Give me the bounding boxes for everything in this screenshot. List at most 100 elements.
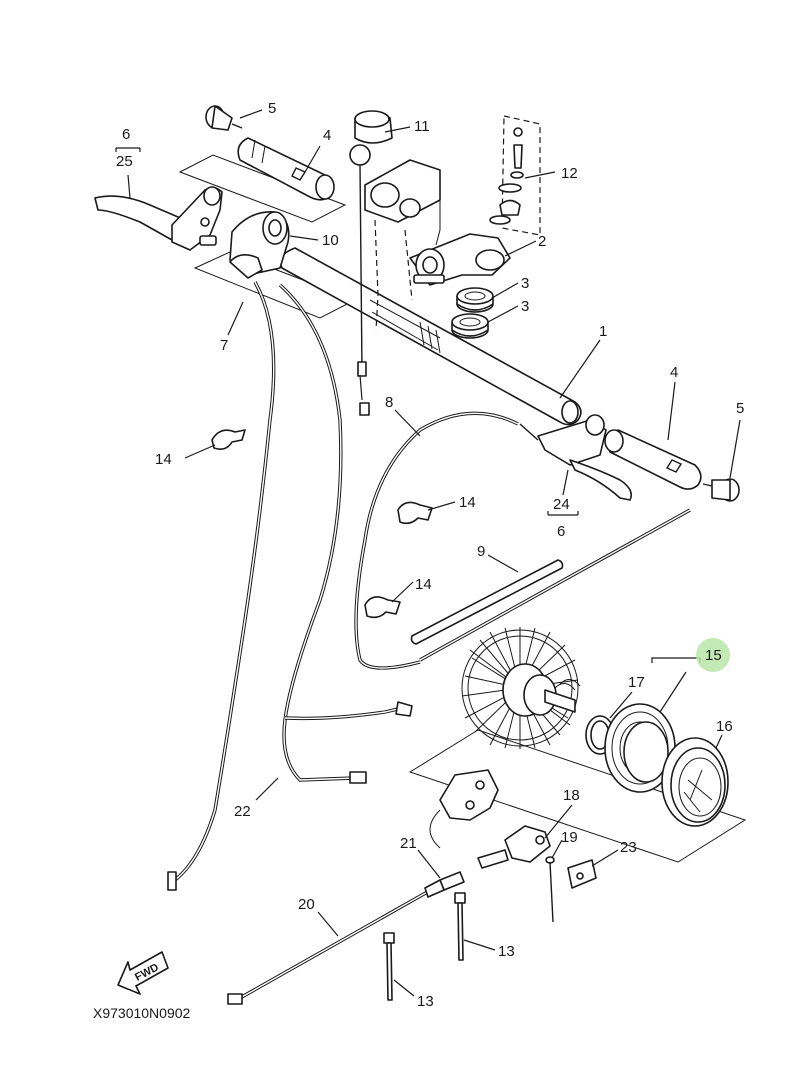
callout-20[interactable]: 20 <box>298 896 315 913</box>
bracket-24-6b <box>547 511 579 516</box>
callout-2[interactable]: 2 <box>538 233 546 250</box>
callout-13b[interactable]: 13 <box>417 993 434 1010</box>
cable-tie-1[interactable] <box>454 892 466 961</box>
brake-cable-right[interactable] <box>354 402 519 670</box>
callout-21[interactable]: 21 <box>400 835 417 852</box>
callout-7[interactable]: 7 <box>220 337 228 354</box>
leader-11 <box>384 126 411 133</box>
callout-6b[interactable]: 6 <box>557 523 565 540</box>
leader-22 <box>255 777 279 801</box>
leader-5a <box>239 109 263 119</box>
diagram-code: X973010N0902 <box>93 1005 191 1021</box>
brake-drum[interactable] <box>661 737 729 827</box>
callout-17[interactable]: 17 <box>628 674 645 691</box>
cable-clip-3[interactable] <box>364 596 401 619</box>
leader-3b <box>487 305 519 323</box>
cable-clip-1[interactable] <box>211 429 246 450</box>
shift-cable[interactable] <box>167 281 276 891</box>
callout-5b[interactable]: 5 <box>736 400 744 417</box>
rod[interactable] <box>410 559 564 645</box>
rear-hub[interactable] <box>461 627 581 749</box>
leader-14c <box>391 581 414 603</box>
leader-20 <box>317 911 339 937</box>
handlebar-clamp[interactable] <box>364 159 441 246</box>
leader-5b <box>729 419 741 479</box>
cable-tie-2[interactable] <box>383 932 395 1001</box>
callout-5a[interactable]: 5 <box>268 100 276 117</box>
frame-bracket[interactable] <box>429 769 499 849</box>
fwd-arrow-icon: FWD <box>117 951 169 995</box>
callout-13a[interactable]: 13 <box>498 943 515 960</box>
brake-pin[interactable] <box>545 856 555 923</box>
callout-25[interactable]: 25 <box>116 153 133 170</box>
grip-right[interactable] <box>604 429 702 490</box>
shift-cable-inner[interactable] <box>284 508 691 721</box>
brake-rotor[interactable] <box>604 703 676 793</box>
brake-arm[interactable] <box>477 825 551 869</box>
callout-6a[interactable]: 6 <box>122 126 130 143</box>
brake-plate[interactable] <box>567 859 597 889</box>
cable-connector-lead <box>359 374 363 401</box>
leader-6a <box>127 174 131 199</box>
callout-1[interactable]: 1 <box>599 323 607 340</box>
twist-shifter[interactable] <box>229 211 290 279</box>
leader-17 <box>609 691 633 719</box>
leader-12 <box>524 171 556 179</box>
cable-clip-2[interactable] <box>397 501 433 525</box>
clamp-alignment-line-2 <box>404 229 413 301</box>
callout-14a[interactable]: 14 <box>155 451 172 468</box>
leader-16 <box>715 734 723 749</box>
hub-bracket-group-outline <box>408 729 747 863</box>
callout-19[interactable]: 19 <box>561 829 578 846</box>
clamp-alignment-line <box>374 219 379 331</box>
leader-8 <box>394 409 421 437</box>
leader-3a <box>491 282 519 299</box>
handlebar-holder[interactable] <box>409 233 511 286</box>
callout-16[interactable]: 16 <box>716 718 733 735</box>
brake-lever-left[interactable] <box>94 186 223 251</box>
leader-15 <box>659 671 687 713</box>
callout-4b[interactable]: 4 <box>670 364 678 381</box>
brake-rod[interactable] <box>227 879 445 1005</box>
callout-22[interactable]: 22 <box>234 803 251 820</box>
callout-3a[interactable]: 3 <box>521 275 529 292</box>
leader-10 <box>289 235 319 241</box>
callout-14b[interactable]: 14 <box>459 494 476 511</box>
callout-11[interactable]: 11 <box>414 118 430 135</box>
leader-14b <box>427 501 456 511</box>
callout-10[interactable]: 10 <box>322 232 339 249</box>
bar-end-left[interactable] <box>205 105 243 131</box>
leader-9 <box>487 554 519 573</box>
callout-15[interactable]: 15 <box>705 647 722 664</box>
callout-4a[interactable]: 4 <box>323 127 331 144</box>
callout-23[interactable]: 23 <box>620 839 637 856</box>
callout-3b[interactable]: 3 <box>521 298 529 315</box>
callout-12[interactable]: 12 <box>561 165 578 182</box>
leader-19 <box>551 839 563 859</box>
leader-4a <box>304 145 321 173</box>
highlight-15 <box>696 638 730 672</box>
callout-8[interactable]: 8 <box>385 394 393 411</box>
grip-group-outline <box>178 154 347 223</box>
bushing-upper[interactable] <box>456 287 494 313</box>
leader-14a <box>184 444 216 459</box>
leader-18 <box>544 804 573 839</box>
leader-2 <box>504 240 537 257</box>
leader-1 <box>559 339 601 399</box>
callout-18[interactable]: 18 <box>563 787 580 804</box>
callout-24[interactable]: 24 <box>553 496 570 513</box>
bell[interactable] <box>349 110 393 377</box>
bracket-6a-25 <box>115 147 141 152</box>
bar-end-right[interactable] <box>702 478 740 502</box>
leader-13a <box>463 939 496 951</box>
callout-14c[interactable]: 14 <box>415 576 432 593</box>
brake-cable-left[interactable] <box>278 283 367 784</box>
leader-13b <box>393 979 415 997</box>
stem-bolt-kit[interactable] <box>489 127 524 225</box>
grip-left[interactable] <box>237 137 335 201</box>
brake-lever-right[interactable] <box>519 414 633 501</box>
leader-7 <box>227 301 244 336</box>
callout-9[interactable]: 9 <box>477 543 485 560</box>
bushing-lower[interactable] <box>451 313 489 339</box>
